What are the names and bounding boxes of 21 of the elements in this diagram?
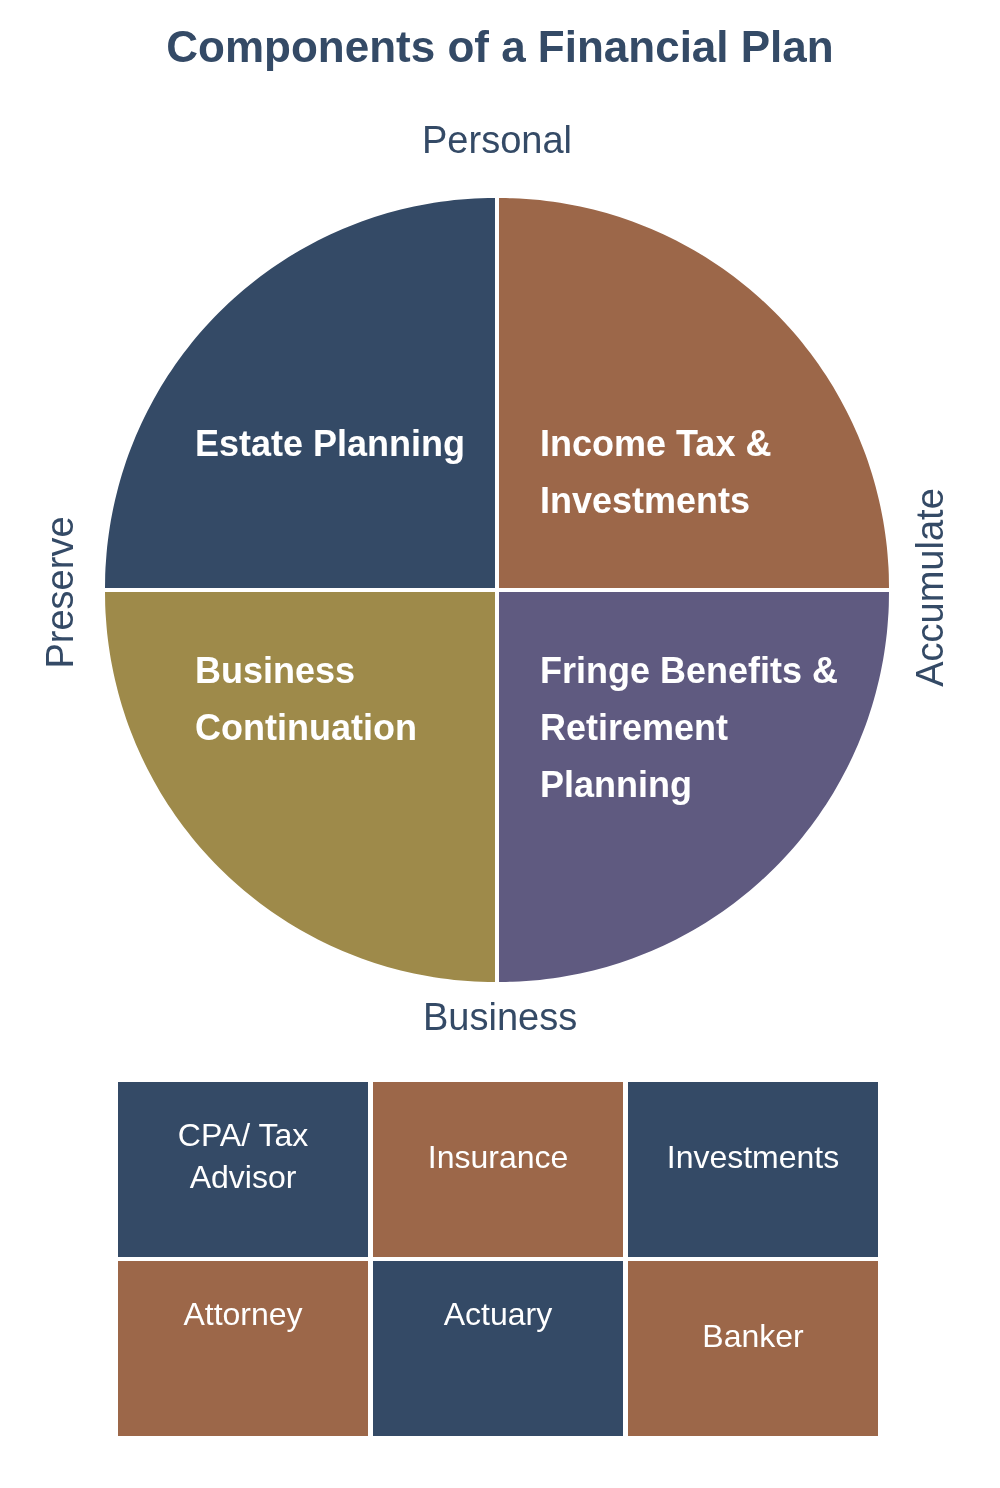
- tile-label: Insurance: [426, 1138, 570, 1177]
- axis-label: Preserve: [38, 515, 82, 669]
- diagram-title: Components of a Financial Plan: [165, 22, 835, 72]
- tile-label: Investments: [665, 1138, 841, 1177]
- advisor-tile: [373, 1261, 623, 1436]
- tile-label: CPA/ Tax Advisor: [176, 1116, 310, 1197]
- quadrant-label: Estate Planning: [195, 422, 467, 466]
- tile-label: Banker: [701, 1317, 805, 1356]
- advisor-tile: [373, 1082, 623, 1257]
- advisor-tile: [118, 1082, 368, 1257]
- axis-label: Personal: [422, 118, 572, 162]
- quadrant-label: Fringe Benefits & Retirement Planning: [540, 649, 840, 807]
- axis-label: Accumulate: [908, 487, 952, 687]
- axis-label: Business: [423, 995, 578, 1039]
- tile-label: Attorney: [182, 1295, 304, 1334]
- advisor-tile: [628, 1261, 878, 1436]
- advisor-tile: [118, 1261, 368, 1436]
- advisor-tile: [628, 1082, 878, 1257]
- quadrant-label: Income Tax & Investments: [540, 422, 773, 523]
- tile-label: Actuary: [442, 1295, 554, 1334]
- quadrant-label: Business Continuation: [195, 649, 418, 750]
